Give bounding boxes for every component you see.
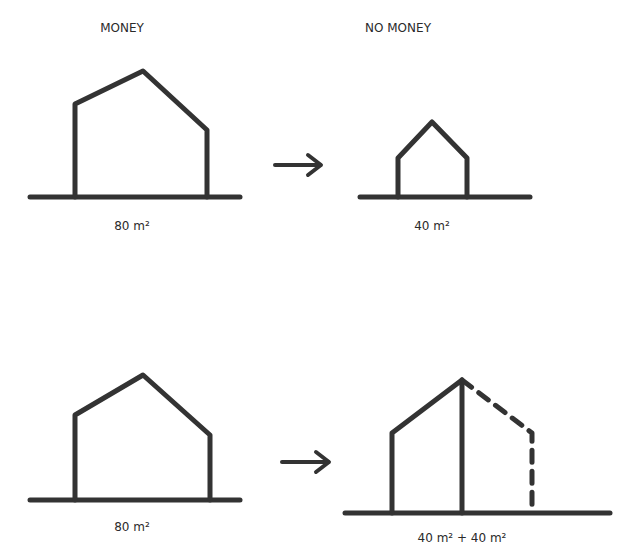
ground-line xyxy=(345,511,610,516)
area-dimension: 80 m² xyxy=(114,219,150,233)
house-outline xyxy=(75,375,210,500)
area-dimension: 40 m² + 40 m² xyxy=(418,531,507,545)
column-heading: MONEY xyxy=(100,21,144,35)
arrow-head xyxy=(308,155,321,175)
arrow-shaft xyxy=(275,163,320,167)
arrow-head xyxy=(316,452,329,472)
column-heading: NO MONEY xyxy=(365,21,431,35)
ground-line xyxy=(360,195,530,200)
area-dimension: 40 m² xyxy=(414,219,450,233)
area-dimension: 80 m² xyxy=(114,520,150,534)
arrow-shaft xyxy=(282,460,328,464)
future-extension-outline xyxy=(462,380,532,513)
half-house-outline xyxy=(392,380,462,513)
small-house-outline xyxy=(398,122,467,197)
house-outline xyxy=(75,71,207,197)
